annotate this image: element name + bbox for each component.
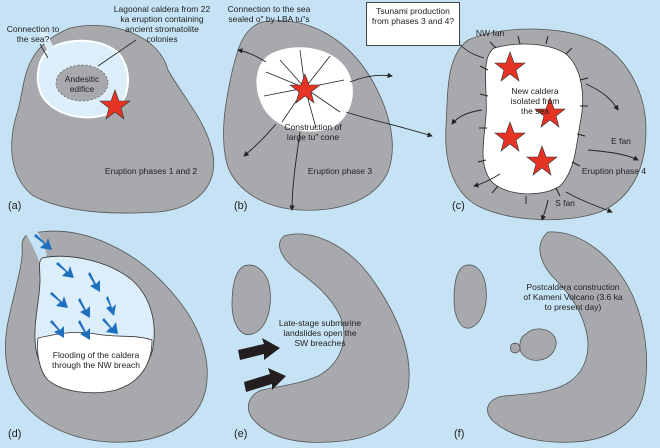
landslide-arrow-1 [238, 338, 280, 360]
eruption-star-b [289, 73, 321, 104]
panel-label-c: (c) [452, 200, 465, 212]
panel-label-a: (a) [8, 200, 22, 212]
island-e-main [248, 233, 410, 443]
eruption-star-c4 [526, 145, 558, 176]
s-fan-label: S fan [555, 198, 575, 208]
panel-d [5, 226, 208, 443]
caldera-label-a: Lagoonal caldera from 22 ka eruption con… [113, 4, 211, 44]
flooding-label-d: Flooding of the caldera through the NW b… [52, 350, 140, 370]
nw-breach-d [22, 226, 48, 264]
panel-label-f: (f) [454, 428, 465, 440]
flood-arrows-d [34, 234, 118, 340]
leader-connection-a [39, 43, 49, 59]
tsunami-box [366, 2, 460, 46]
cone-label-b: Construction of large tu" cone [284, 122, 342, 142]
panel-label-d: (d) [8, 428, 22, 440]
sealed-label-b: Connection to the sea sealed o" by LBA t… [227, 4, 311, 24]
kameni-volcano [519, 328, 557, 361]
andesitic-edifice [55, 64, 109, 102]
caldera-rim-ticks [477, 35, 589, 204]
edifice-label: Andesitic edifice [64, 74, 100, 94]
nw-fan-label: NW fan [475, 28, 505, 38]
landslide-label-e: Late-stage submarine landslides open the… [278, 318, 362, 348]
tsunami-label: Tsunami production from phases 3 and 4? [371, 6, 455, 26]
phase-label-b: Eruption phase 3 [307, 166, 373, 176]
island-f-main [487, 231, 648, 443]
landslide-arrow-2 [244, 368, 286, 392]
panel-b [223, 20, 433, 211]
panel-label-b: (b) [234, 200, 248, 212]
e-fan-label: E fan [611, 136, 631, 146]
eruption-star-c3 [494, 121, 526, 152]
eruption-star-a [99, 89, 131, 120]
postcaldera-label-f: Postcaldera construction of Kameni Volca… [523, 282, 623, 312]
panel-label-e: (e) [234, 428, 248, 440]
flow-arrows-b [237, 48, 433, 211]
phase-label-a: Eruption phases 1 and 2 [104, 166, 198, 176]
panel-e [231, 233, 410, 443]
kameni-islet [510, 342, 521, 354]
island-e-west [231, 264, 271, 335]
connection-label-a: Connection to the sea? [6, 24, 60, 44]
phase-label-c: Eruption phase 4 [581, 166, 647, 176]
breach-channel-a [38, 26, 54, 52]
panel-c [445, 28, 647, 221]
new-caldera-c [482, 43, 583, 195]
eruption-star-c2 [534, 97, 566, 128]
island-f-west [453, 264, 487, 329]
caldera-floor-d [37, 331, 153, 394]
panel-a [11, 25, 215, 214]
leader-caldera-a [97, 39, 137, 67]
eruption-star-c1 [494, 51, 526, 82]
panel-f [453, 231, 648, 443]
new-caldera-label: New caldera isolated from the sea [510, 86, 560, 116]
